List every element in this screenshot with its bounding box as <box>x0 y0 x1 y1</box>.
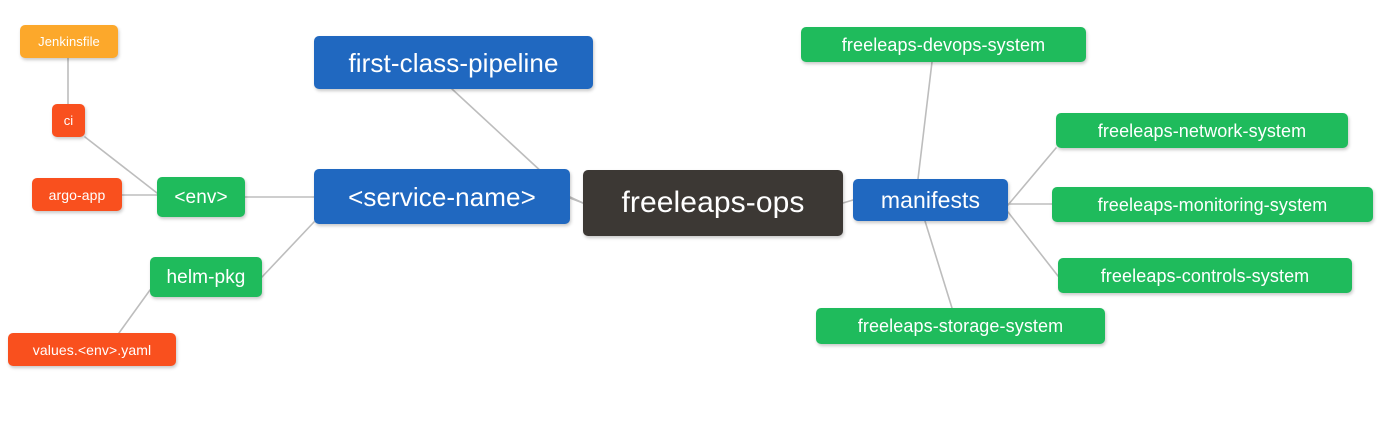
mindmap-node-label: values.<env>.yaml <box>32 341 152 358</box>
mindmap-node-label: Jenkinsfile <box>38 34 100 49</box>
mindmap-node-helm-pkg[interactable]: helm-pkg <box>150 257 262 297</box>
mindmap-link-root-to-service-name <box>569 196 584 204</box>
mindmap-node-label: helm-pkg <box>166 266 246 288</box>
mindmap-node-monitoring[interactable]: freeleaps-monitoring-system <box>1052 187 1373 222</box>
mindmap-node-label: manifests <box>880 186 981 213</box>
mindmap-link-helm-pkg-to-values-yaml <box>118 289 151 334</box>
mindmap-node-manifests[interactable]: manifests <box>853 179 1008 221</box>
mindmap-link-manifests-to-network <box>1007 147 1057 206</box>
mindmap-node-network[interactable]: freeleaps-network-system <box>1056 113 1348 148</box>
mindmap-link-manifests-to-devops <box>917 61 933 180</box>
mindmap-node-label: freeleaps-devops-system <box>841 34 1046 55</box>
mindmap-link-manifests-to-controls <box>1007 211 1059 277</box>
mindmap-node-label: <env> <box>174 186 228 208</box>
mindmap-node-storage[interactable]: freeleaps-storage-system <box>816 308 1105 344</box>
mindmap-node-pipeline[interactable]: first-class-pipeline <box>314 36 593 89</box>
mindmap-node-label: ci <box>63 113 74 128</box>
mindmap-node-service-name[interactable]: <service-name> <box>314 169 570 224</box>
mindmap-node-root[interactable]: freeleaps-ops <box>583 170 843 236</box>
mindmap-node-devops[interactable]: freeleaps-devops-system <box>801 27 1086 62</box>
mindmap-node-label: freeleaps-storage-system <box>857 316 1064 336</box>
mindmap-node-ci[interactable]: ci <box>52 104 85 137</box>
mindmap-node-jenkinsfile[interactable]: Jenkinsfile <box>20 25 118 58</box>
mindmap-node-label: argo-app <box>48 186 106 203</box>
mindmap-node-label: freeleaps-network-system <box>1097 120 1307 141</box>
mindmap-node-argo-app[interactable]: argo-app <box>32 178 122 211</box>
mindmap-link-root-to-manifests <box>842 199 854 204</box>
mindmap-node-controls[interactable]: freeleaps-controls-system <box>1058 258 1352 293</box>
mindmap-node-env[interactable]: <env> <box>157 177 245 217</box>
mindmap-node-label: <service-name> <box>348 181 536 212</box>
mindmap-node-label: freeleaps-controls-system <box>1100 265 1310 286</box>
mindmap-node-label: first-class-pipeline <box>348 47 559 78</box>
mindmap-node-label: freeleaps-ops <box>621 186 805 219</box>
mindmap-node-label: freeleaps-monitoring-system <box>1097 194 1328 215</box>
mindmap-node-values-yaml[interactable]: values.<env>.yaml <box>8 333 176 366</box>
mindmap-link-service-name-to-helm-pkg <box>261 221 315 278</box>
mindmap-link-manifests-to-storage <box>924 220 953 309</box>
